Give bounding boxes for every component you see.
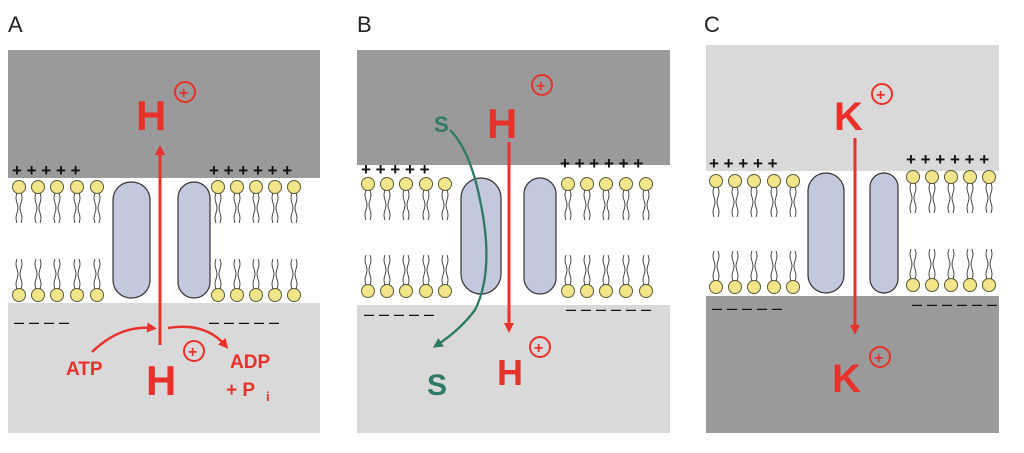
panel-c-protein-right: [870, 173, 898, 293]
panel-a-charges-bottom-right: – – – – –: [209, 312, 279, 332]
panel-b-ion-top: H: [487, 100, 517, 147]
panel-c: + + + + + + + + + + + – – – – – – – – – …: [706, 45, 999, 433]
panel-b-charges-bottom-right: – – – – – –: [566, 299, 651, 319]
panel-a-ion-top: H: [136, 92, 166, 139]
panel-a-charges-bottom-left: – – – –: [14, 312, 69, 332]
panel-b-protein-right: [524, 178, 556, 294]
panel-c-charges-top-right: + + + + + +: [906, 150, 989, 169]
panel-b-charges-top-left: + + + + +: [361, 160, 430, 179]
panel-b-ion-bottom: H: [497, 352, 523, 393]
panel-c-charges-bottom-right: – – – – – –: [912, 294, 997, 314]
panel-a-pi-subscript: i: [266, 389, 270, 404]
panel-b: + + + + + + + + + + + – – – – – – – – – …: [357, 50, 670, 433]
panel-a-atp-label: ATP: [66, 359, 103, 380]
panel-a: + + + + + + + + + + + – – – – – – – – – …: [8, 50, 320, 433]
panel-b-charges-bottom-left: – – – – –: [364, 304, 434, 324]
panel-a-membrane-region: [8, 178, 320, 303]
panel-b-charges-top-right: + + + + + +: [560, 154, 643, 173]
panel-c-ion-top: K: [834, 95, 863, 139]
panel-b-substrate-top: S: [434, 112, 449, 137]
svg-text:+: +: [179, 85, 188, 102]
panel-a-ion-bottom: H: [146, 357, 176, 404]
panel-b-substrate-bottom: S: [427, 369, 447, 402]
svg-text:+: +: [536, 78, 545, 95]
panel-a-protein-left: [113, 182, 150, 298]
panel-c-charges-top-left: + + + + +: [709, 154, 778, 173]
svg-text:+: +: [534, 340, 543, 357]
svg-text:+: +: [874, 350, 883, 367]
panel-a-adp-label: ADP: [230, 352, 270, 373]
panel-a-charges-top-left: + + + + +: [12, 161, 81, 180]
panel-b-protein-left: [461, 178, 501, 294]
panel-c-ion-bottom: K: [832, 357, 861, 401]
panel-a-protein-right: [178, 182, 210, 298]
svg-text:+: +: [876, 87, 885, 104]
svg-text:+: +: [188, 344, 197, 361]
panel-a-charges-top-right: + + + + + +: [209, 161, 292, 180]
panel-c-membrane-region: [706, 171, 999, 296]
panel-c-protein-left: [808, 173, 844, 293]
panel-a-pi-label: + P: [226, 380, 255, 401]
panel-c-charges-bottom-left: – – – – –: [712, 298, 782, 318]
